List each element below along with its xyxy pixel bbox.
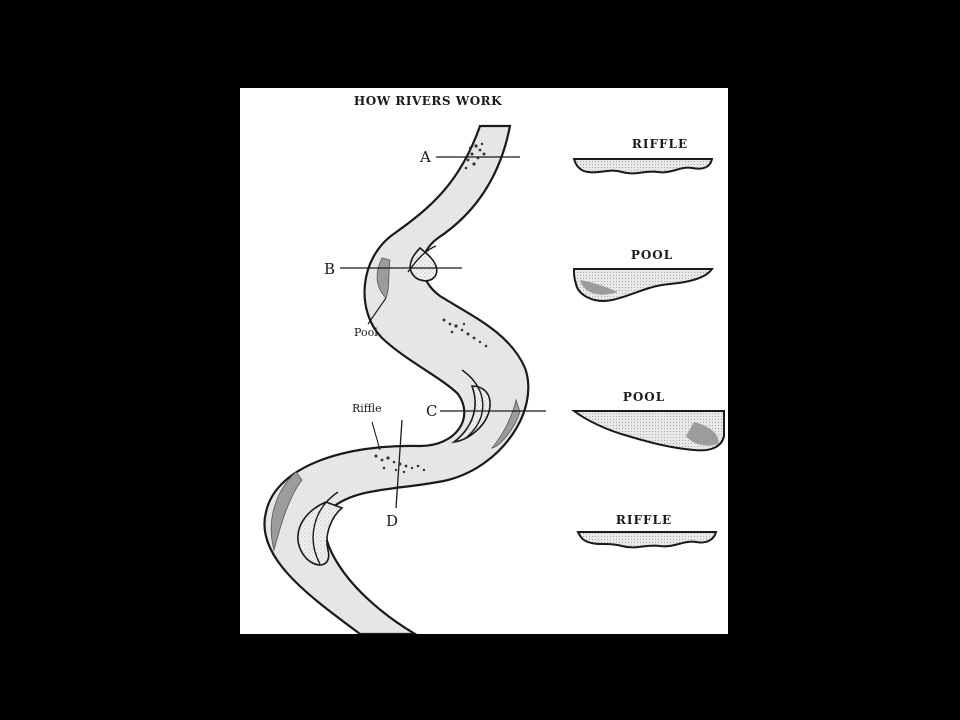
diagram-title: HOW RIVERS WORK [354,94,502,108]
gravel-riffle-d [374,454,426,474]
inner-bank-line-2 [461,369,484,439]
point-bar-upper [409,246,438,282]
cross-section-profile-1 [572,158,714,175]
marker-c: C [426,402,437,420]
inner-bank-line-3 [312,491,339,565]
pool-shading-c [490,398,521,449]
marker-a: A [419,148,431,166]
point-bar-middle [451,385,491,444]
gravel-riffle-a [464,142,486,170]
cross-section-label-1: RIFFLE [632,137,688,151]
cross-section-profile-3 [570,410,725,452]
river-channel [263,124,530,636]
pool-depth-shading-2 [580,280,618,295]
cross-section-profile-4 [576,531,718,549]
inner-bank-line-1 [407,245,437,273]
cross-section-label-2: POOL [631,248,673,262]
pool-callout-line [367,297,387,325]
river-diagram: HOW RIVERS WORK [263,94,725,636]
point-bar-lower [297,501,344,566]
section-line-d [395,419,403,509]
diagram-panel: HOW RIVERS WORK [240,88,728,636]
gravel-bend-b [442,318,488,348]
pool-callout-label: Pool [354,326,378,339]
cross-section-label-4: RIFFLE [616,513,672,527]
pool-depth-shading-3 [686,422,719,446]
marker-b: B [324,260,335,278]
riffle-callout-line [371,421,381,451]
marker-d: D [386,512,398,530]
cross-section-label-3: POOL [623,390,665,404]
pool-shading-lower [270,471,303,552]
riffle-callout-label: Riffle [352,402,382,415]
